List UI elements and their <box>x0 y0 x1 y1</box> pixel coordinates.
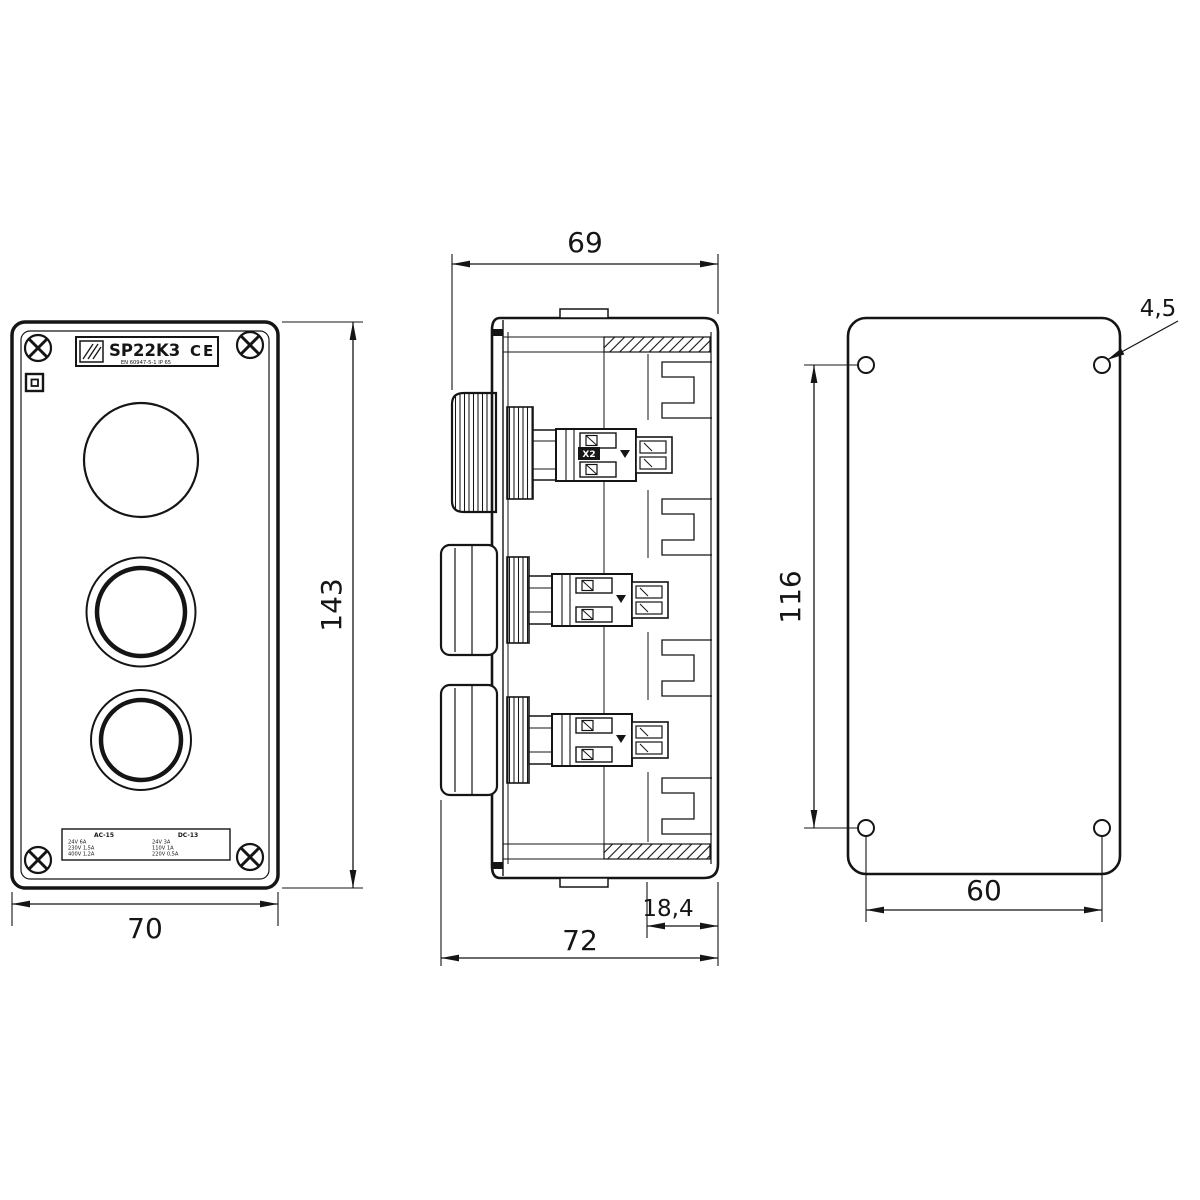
dim-hole-pitch-v-text: 116 <box>774 570 807 623</box>
actuator-shaft <box>528 715 553 765</box>
dim-base-depth-text: 18,4 <box>642 896 693 922</box>
dimension-hole-pitch-vertical: 116 <box>774 364 858 829</box>
mounting-hole-bottom-right <box>1093 819 1111 837</box>
button-top-side: X2 <box>450 391 673 514</box>
dimension-base-depth: 18,4 <box>642 882 718 938</box>
button-hole-middle <box>85 556 197 668</box>
corner-screw-bottom-right <box>235 842 265 872</box>
terminal-marking-plate <box>578 447 600 460</box>
flat-cap <box>439 683 499 797</box>
double-insulation-icon <box>24 372 45 393</box>
rating-dc-row: 24V 3A <box>152 840 171 846</box>
dim-hole-pitch-h-text: 60 <box>966 874 1002 907</box>
nameplate: SP22K3 CE EN 60947-5-1 IP 65 <box>75 336 219 367</box>
brand-logo <box>79 340 104 363</box>
ribbed-knob <box>450 391 498 514</box>
side-view: X2 69 <box>439 226 720 966</box>
button-hole-bottom <box>90 689 192 791</box>
bottom-latch-tab <box>559 877 609 888</box>
back-view: 4,5 116 60 <box>774 296 1179 922</box>
mounting-plate-outline <box>846 316 1122 876</box>
enclosure-lid-edge <box>20 330 270 880</box>
contact-block-middle <box>551 573 669 627</box>
dimension-depth-top: 69 <box>451 226 719 390</box>
nameplate-standard-text: EN 60947-5-1 IP 65 <box>121 360 171 366</box>
panel-screw-bottom <box>493 862 503 869</box>
dimension-width: 70 <box>11 892 279 945</box>
button-bottom-side <box>439 683 669 797</box>
mounting-hole-bottom-left <box>857 819 875 837</box>
button-middle-side <box>439 543 669 657</box>
contact-block-bottom <box>551 713 669 767</box>
dim-depth-bottom-text: 72 <box>562 924 598 957</box>
contact-block-top <box>555 428 673 482</box>
actuator-shaft <box>532 429 557 481</box>
rating-ac-row: 24V 6A <box>68 840 87 846</box>
rating-ac-row: 230V 1,5A <box>68 846 95 852</box>
actuator-shaft <box>528 575 553 625</box>
nameplate-model-text: SP22K3 <box>109 341 180 360</box>
dim-hole-dia-text: 4,5 <box>1140 296 1177 322</box>
section-hatch-bottom <box>603 843 711 860</box>
corner-screw-bottom-left <box>23 845 53 875</box>
dim-width-text: 70 <box>127 912 163 945</box>
front-view: SP22K3 CE EN 60947-5-1 IP 65 AC-15 DC-13… <box>10 320 363 945</box>
corner-screw-top-right <box>235 330 265 360</box>
mounting-hole-top-left <box>857 356 875 374</box>
rating-ac-row: 400V 1,2A <box>68 852 95 858</box>
rating-dc-header: DC-13 <box>178 832 198 839</box>
top-latch-tab <box>559 308 609 319</box>
moulded-ribs <box>661 361 712 835</box>
flat-cap <box>439 543 499 657</box>
dimension-height: 143 <box>282 321 363 889</box>
mounting-hole-top-right <box>1093 356 1111 374</box>
mounting-collar <box>506 696 530 784</box>
panel-screw-top <box>493 329 503 336</box>
mounting-collar <box>506 556 530 644</box>
dimension-hole-diameter: 4,5 <box>1106 296 1179 361</box>
corner-screw-top-left <box>23 333 53 363</box>
rating-label: AC-15 DC-13 24V 6A 230V 1,5A 400V 1,2A 2… <box>61 828 231 861</box>
ce-mark: CE <box>190 342 215 360</box>
rating-dc-row: 220V 0,5A <box>152 852 179 858</box>
dimension-hole-pitch-horizontal: 60 <box>865 836 1103 922</box>
mounting-collar <box>506 406 534 500</box>
rating-dc-row: 110V 1A <box>152 846 174 852</box>
rating-ac-header: AC-15 <box>94 832 114 839</box>
dimension-depth-bottom: 72 <box>440 800 719 966</box>
dim-depth-top-text: 69 <box>567 226 603 259</box>
dim-height-text: 143 <box>315 578 348 631</box>
terminal-marking-text: X2 <box>582 450 595 460</box>
inner-wall-lines <box>603 352 649 844</box>
section-hatch-top <box>603 336 711 353</box>
button-hole-top <box>82 401 200 519</box>
